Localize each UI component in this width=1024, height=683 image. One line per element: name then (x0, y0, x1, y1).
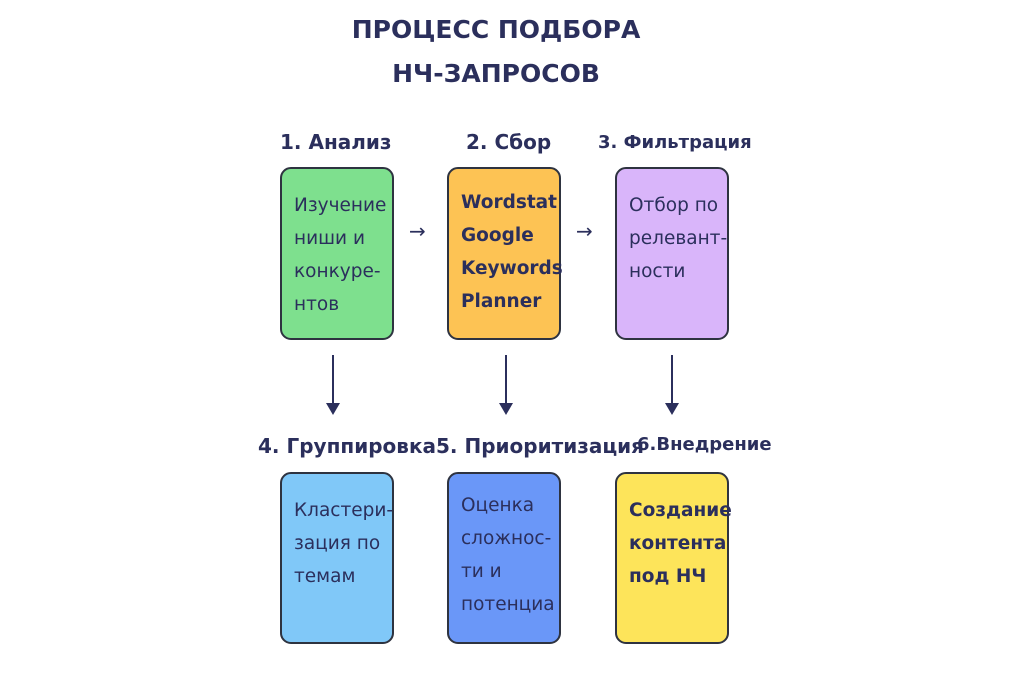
step-4-label: 4. Группировка (258, 434, 437, 458)
right-arrow-icon: → (576, 219, 593, 243)
step-3-text: ности (629, 261, 686, 282)
step-1-text: Изучение (294, 195, 387, 216)
step-5-text: потенциа (461, 594, 555, 615)
down-arrow-icon (326, 355, 340, 415)
down-arrow-icon (499, 355, 513, 415)
step-3-text: Отбор по (629, 195, 719, 216)
step-4-text: темам (294, 566, 356, 587)
step-1-text: ниши и (294, 228, 365, 249)
step-3-label: 3. Фильтрация (598, 132, 752, 153)
step-6-text: контента (629, 533, 727, 554)
step-2-text: Google (461, 225, 534, 246)
step-3-text: релевант- (629, 228, 728, 249)
step-5-box: Оценка сложнос- ти и потенциа (447, 472, 561, 644)
step-4-box: Кластери- зация по темам (280, 472, 394, 644)
diagram-title-line2: НЧ-ЗАПРОСОВ (392, 59, 600, 88)
step-2-text: Keywords (461, 258, 563, 279)
step-2-text: Wordstat (461, 192, 558, 213)
step-4-text: зация по (294, 533, 381, 554)
step-2-box: Wordstat Google Keywords Planner (447, 167, 563, 340)
step-6-text: Создание (629, 500, 732, 521)
step-3-box: Отбор по релевант- ности (615, 167, 729, 340)
step-1-text: нтов (294, 294, 340, 315)
step-5-text: сложнос- (461, 528, 552, 549)
step-1-text: конкуре- (294, 261, 381, 282)
step-6-box: Создание контента под НЧ (615, 472, 732, 644)
step-1-label: 1. Анализ (280, 130, 392, 154)
step-2-label: 2. Сбор (466, 130, 552, 154)
right-arrow-icon: → (409, 219, 426, 243)
down-arrow-icon (665, 355, 679, 415)
diagram-title-line1: ПРОЦЕСС ПОДБОРА (351, 15, 641, 44)
step-5-text: ти и (461, 561, 502, 582)
step-4-text: Кластери- (294, 500, 394, 521)
step-1-box: Изучение ниши и конкуре- нтов (280, 167, 394, 340)
step-5-text: Оценка (461, 495, 535, 516)
step-5-label: 5. Приоритизация (436, 434, 645, 458)
step-6-label: 6.Внедрение (637, 434, 772, 455)
step-6-text: под НЧ (629, 566, 707, 587)
step-2-text: Planner (461, 291, 542, 312)
